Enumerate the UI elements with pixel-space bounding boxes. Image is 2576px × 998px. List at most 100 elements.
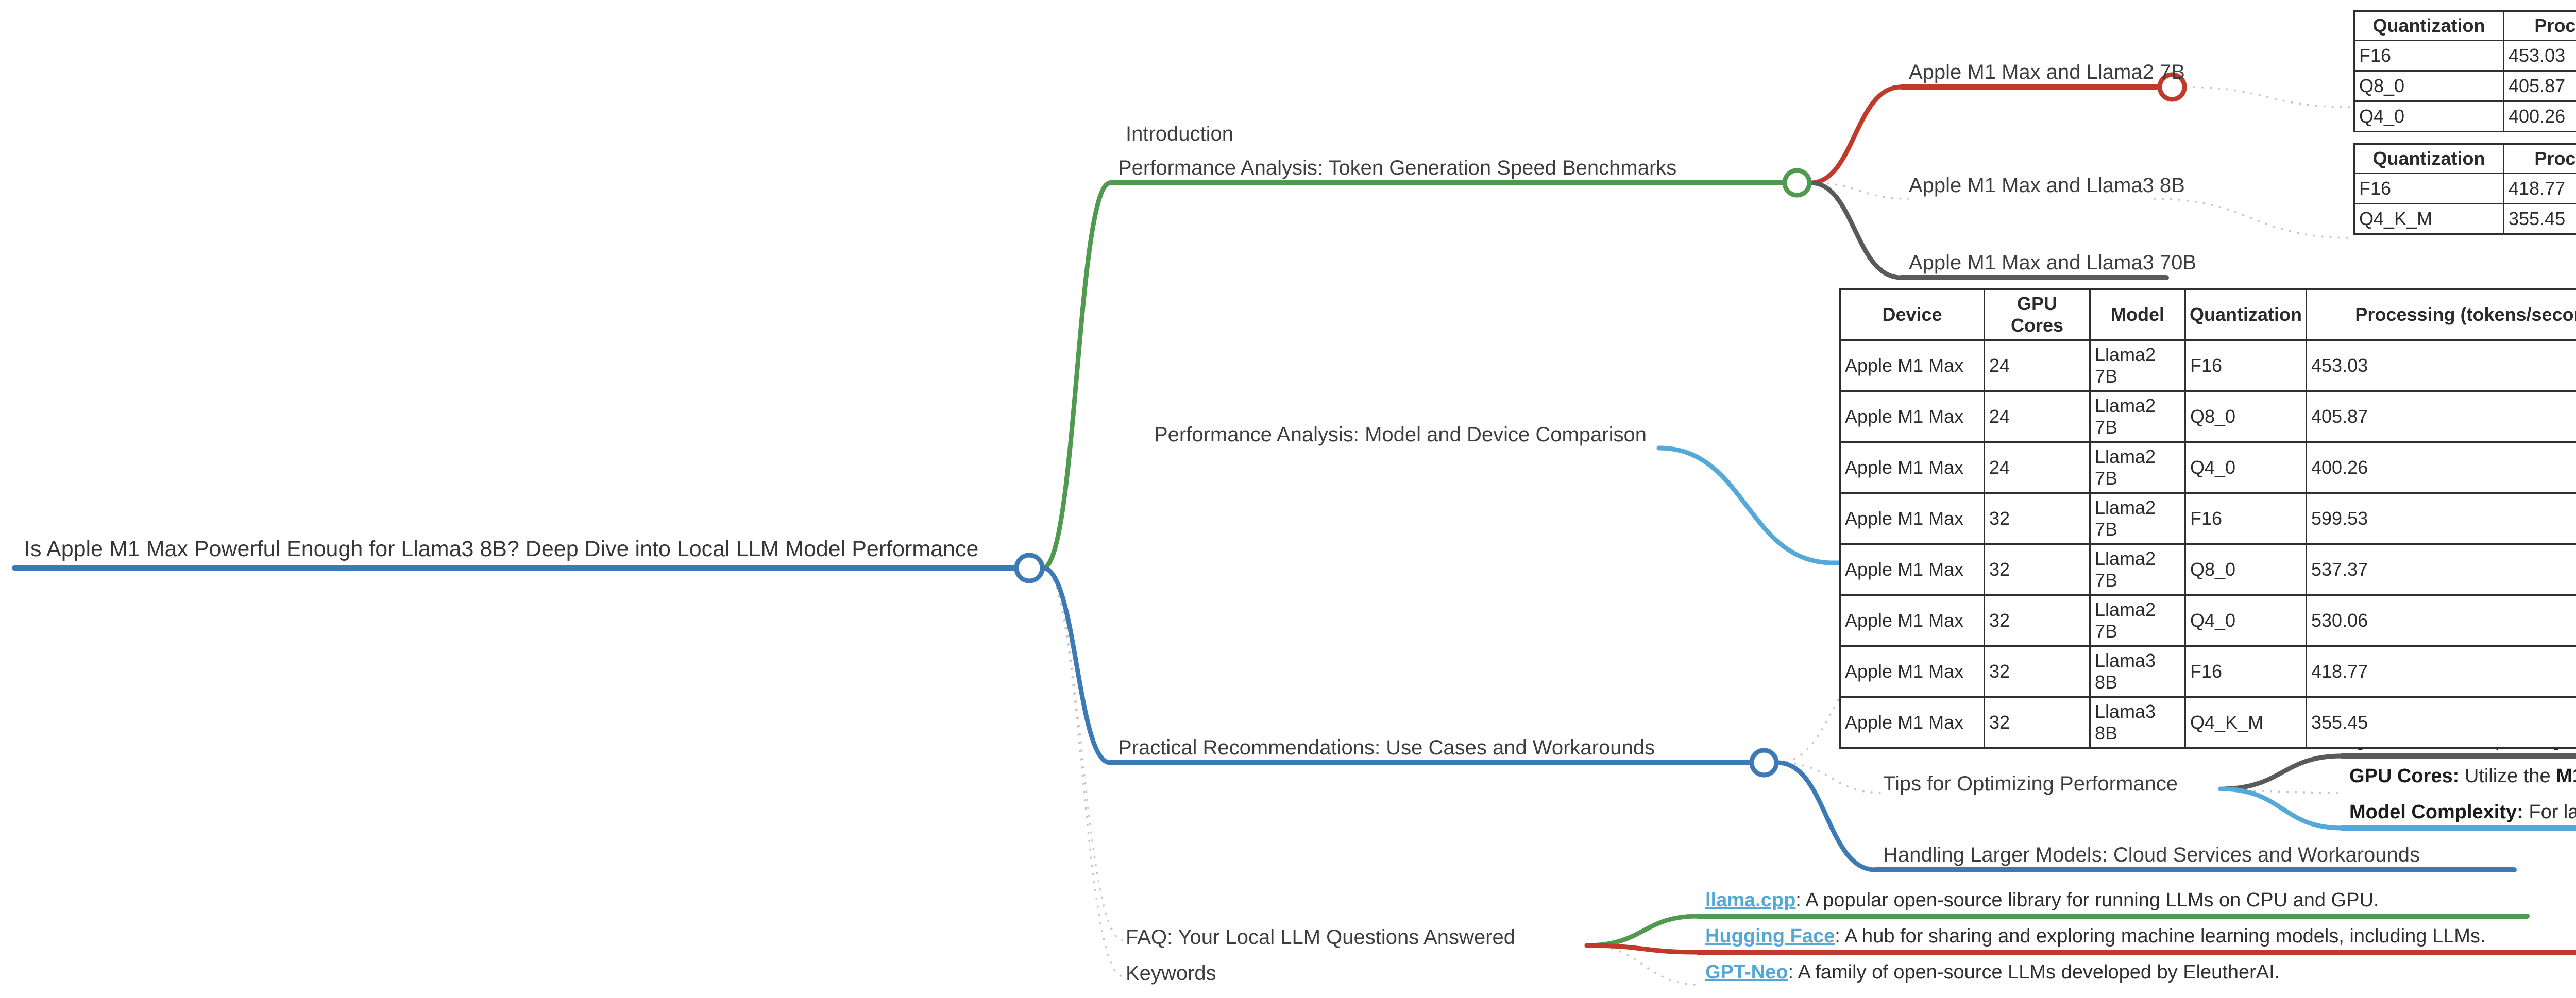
table-cell: Q4_0 xyxy=(2184,594,2307,647)
table-cell: Apple M1 Max xyxy=(1839,696,1985,749)
node-llama3-8b: Apple M1 Max and Llama3 8B xyxy=(1909,174,2185,197)
link-comparison-table xyxy=(1656,445,2576,565)
table-cell: Apple M1 Max xyxy=(1839,441,1985,494)
table-cell: Q4_0 xyxy=(2353,100,2504,132)
table-cell: 355.45 xyxy=(2503,203,2576,235)
table-header-cell: GPU Cores xyxy=(1984,288,2091,341)
link-root-faq xyxy=(1042,567,1124,941)
huggingface-link[interactable]: Hugging Face xyxy=(1705,925,1835,947)
node-root: Is Apple M1 Max Powerful Enough for Llam… xyxy=(24,537,979,561)
table-cell: 530.06 xyxy=(2306,594,2576,647)
link-llama2-table xyxy=(2184,86,2353,108)
table-cell: F16 xyxy=(2184,645,2307,698)
leaf-model-complexity-label: Model Complexity: xyxy=(2349,801,2523,823)
table-cell: 32 xyxy=(1984,492,2091,545)
table-cell: 405.87 xyxy=(2503,70,2576,102)
leaf-huggingface: Hugging Face: A hub for sharing and expl… xyxy=(1705,925,2486,947)
table-header-cell: Model xyxy=(2089,288,2186,341)
table-cell: Q8_0 xyxy=(2184,390,2307,443)
node-practical-recommendations: Practical Recommendations: Use Cases and… xyxy=(1118,736,1655,759)
node-llama2-7b: Apple M1 Max and Llama2 7B xyxy=(1909,61,2185,83)
link-root-practical xyxy=(1040,565,1113,765)
table-cell: Llama2 7B xyxy=(2089,492,2186,545)
table-cell: Apple M1 Max xyxy=(1839,492,1985,545)
link-llama3-8b-table xyxy=(2153,198,2353,239)
table-cell: 24 xyxy=(1984,339,2091,392)
table-cell: F16 xyxy=(2184,492,2307,545)
fold-circle-practical[interactable] xyxy=(1749,748,1779,778)
link-root-benchmarks xyxy=(1040,180,1113,571)
leaf-llamacpp: llama.cpp: A popular open-source library… xyxy=(1705,889,2379,911)
link-benchmarks-llama3-8b xyxy=(1810,182,1909,200)
table-cell: 32 xyxy=(1984,696,2091,749)
table-cell: Llama3 8B xyxy=(2089,645,2186,698)
table-header-cell: Quantization xyxy=(2353,10,2504,41)
table-cell: Llama2 7B xyxy=(2089,594,2186,647)
table-cell: 32 xyxy=(1984,645,2091,698)
node-model-device-comparison: Performance Analysis: Model and Device C… xyxy=(1154,423,1647,446)
link-benchmarks-llama3-70b xyxy=(1808,180,1904,280)
llamacpp-link[interactable]: llama.cpp xyxy=(1705,889,1796,911)
node-tips: Tips for Optimizing Performance xyxy=(1883,772,2178,795)
table-cell: Apple M1 Max xyxy=(1839,594,1985,647)
table-cell: Q8_0 xyxy=(2184,543,2307,596)
table-cell: 24 xyxy=(1984,390,2091,443)
leaf-gptneo: GPT-Neo: A family of open-source LLMs de… xyxy=(1705,961,2280,983)
table-cell: 418.77 xyxy=(2306,645,2576,698)
leaf-model-complexity: Model Complexity: For larger LLMs like L… xyxy=(2349,801,2576,823)
table-cell: Apple M1 Max xyxy=(1839,543,1985,596)
table-cell: Llama2 7B xyxy=(2089,543,2186,596)
table-cell: F16 xyxy=(2353,40,2504,72)
table-cell: Apple M1 Max xyxy=(1839,390,1985,443)
fold-circle-benchmarks[interactable] xyxy=(1782,168,1812,198)
table-cell: 599.53 xyxy=(2306,492,2576,545)
link-tips-model-complexity xyxy=(2218,786,2344,831)
link-practical-handling xyxy=(1775,760,1878,872)
table-cell: 400.26 xyxy=(2306,441,2576,494)
table-cell: Apple M1 Max xyxy=(1839,645,1985,698)
table-cell: 537.37 xyxy=(2306,543,2576,596)
gptneo-link[interactable]: GPT-Neo xyxy=(1705,961,1788,983)
fold-circle-llama2[interactable] xyxy=(2157,72,2187,102)
link-faq-huggingface xyxy=(1584,943,1700,955)
table-cell: 453.03 xyxy=(2306,339,2576,392)
node-llama3-70b: Apple M1 Max and Llama3 70B xyxy=(1909,251,2197,274)
leaf-gpu-cores-label: GPU Cores: xyxy=(2349,765,2460,787)
node-keywords: Keywords xyxy=(1126,962,1216,985)
table-header-cell: Quantization xyxy=(2184,288,2307,341)
table-header-cell: Processing (tokens/second) xyxy=(2503,143,2576,174)
table-cell: 32 xyxy=(1984,594,2091,647)
table-cell: Llama2 7B xyxy=(2089,441,2186,494)
table-cell: Llama3 8B xyxy=(2089,696,2186,749)
table-header-cell: Processing (tokens/second) xyxy=(2503,10,2576,41)
fold-circle-root[interactable] xyxy=(1014,553,1045,583)
table-header-cell: Processing (tokens/second) xyxy=(2306,288,2576,341)
node-token-benchmarks: Performance Analysis: Token Generation S… xyxy=(1118,157,1677,179)
link-faq-llamacpp xyxy=(1584,914,1700,948)
table-cell: F16 xyxy=(2184,339,2307,392)
node-introduction: Introduction xyxy=(1126,123,1234,145)
table-cell: 24 xyxy=(1984,441,2091,494)
node-faq: FAQ: Your Local LLM Questions Answered xyxy=(1126,926,1515,949)
table-cell: 355.45 xyxy=(2306,696,2576,749)
table-cell: Llama2 7B xyxy=(2089,390,2186,443)
table-cell: Q4_K_M xyxy=(2184,696,2307,749)
table-header-cell: Device xyxy=(1839,288,1985,341)
table-header-cell: Quantization xyxy=(2353,143,2504,174)
table-cell: Llama2 7B xyxy=(2089,339,2186,392)
